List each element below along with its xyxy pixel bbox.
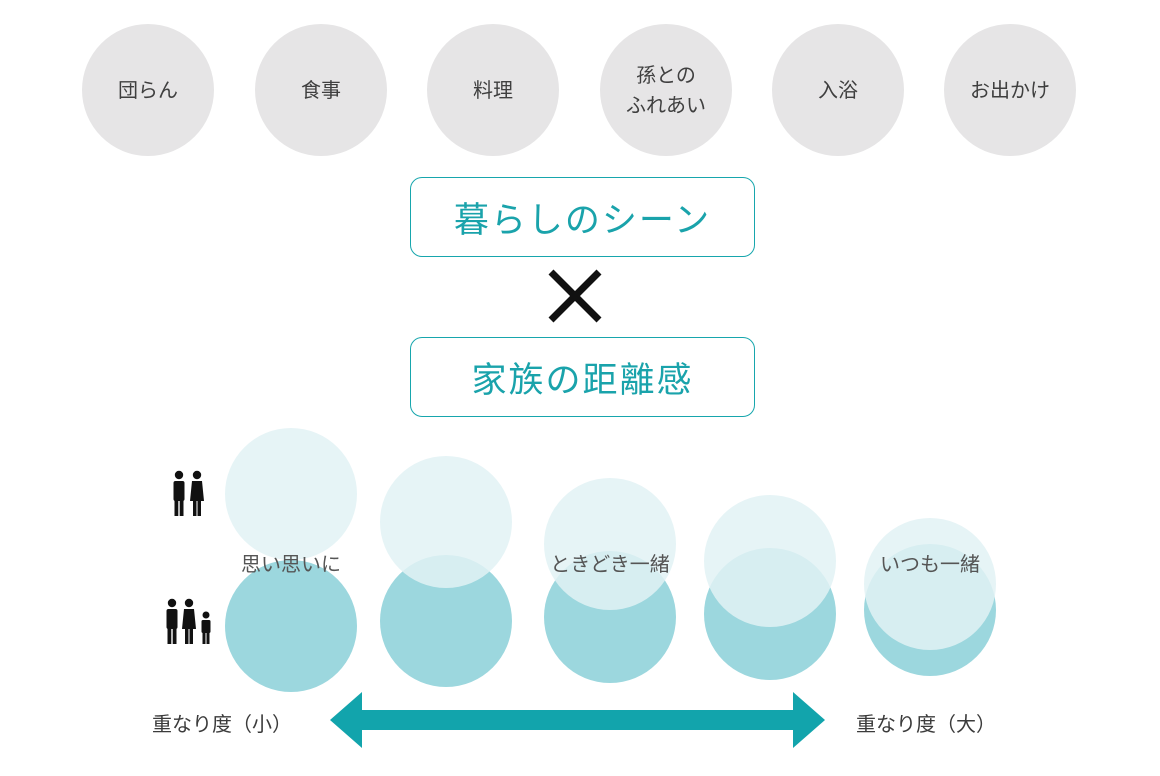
scene-circle: 入浴 [772, 24, 904, 156]
scene-circle: 食事 [255, 24, 387, 156]
couple-circle [225, 428, 357, 560]
scene-list: 団らん 食事 料理 孫との ふれあい 入浴 お出かけ [0, 0, 1160, 160]
couple-icon [173, 470, 204, 516]
distance-heading: 家族の距離感 [410, 337, 755, 417]
double-arrow-icon [330, 692, 825, 748]
couple-circle [704, 495, 836, 628]
couple-circle [380, 456, 512, 588]
couple-circle [544, 478, 676, 611]
couple-circle [864, 517, 996, 650]
scene-circle: お出かけ [944, 24, 1076, 156]
scenes-heading: 暮らしのシーン [410, 177, 755, 257]
overlap-level-label: ときどき一緒 [550, 552, 670, 576]
overlap-level-label: いつも一緒 [880, 552, 980, 576]
overlap-min-label: 重なり度（小） [152, 712, 292, 736]
multiply-icon [548, 269, 602, 323]
scene-circle: 料理 [427, 24, 559, 156]
overlap-max-label: 重なり度（大） [856, 712, 996, 736]
scene-circle: 団らん [82, 24, 214, 156]
family-circle [225, 560, 357, 692]
family-icon [166, 598, 211, 644]
scene-circle: 孫との ふれあい [600, 24, 732, 156]
overlap-level-label: 思い思いに [241, 552, 341, 576]
